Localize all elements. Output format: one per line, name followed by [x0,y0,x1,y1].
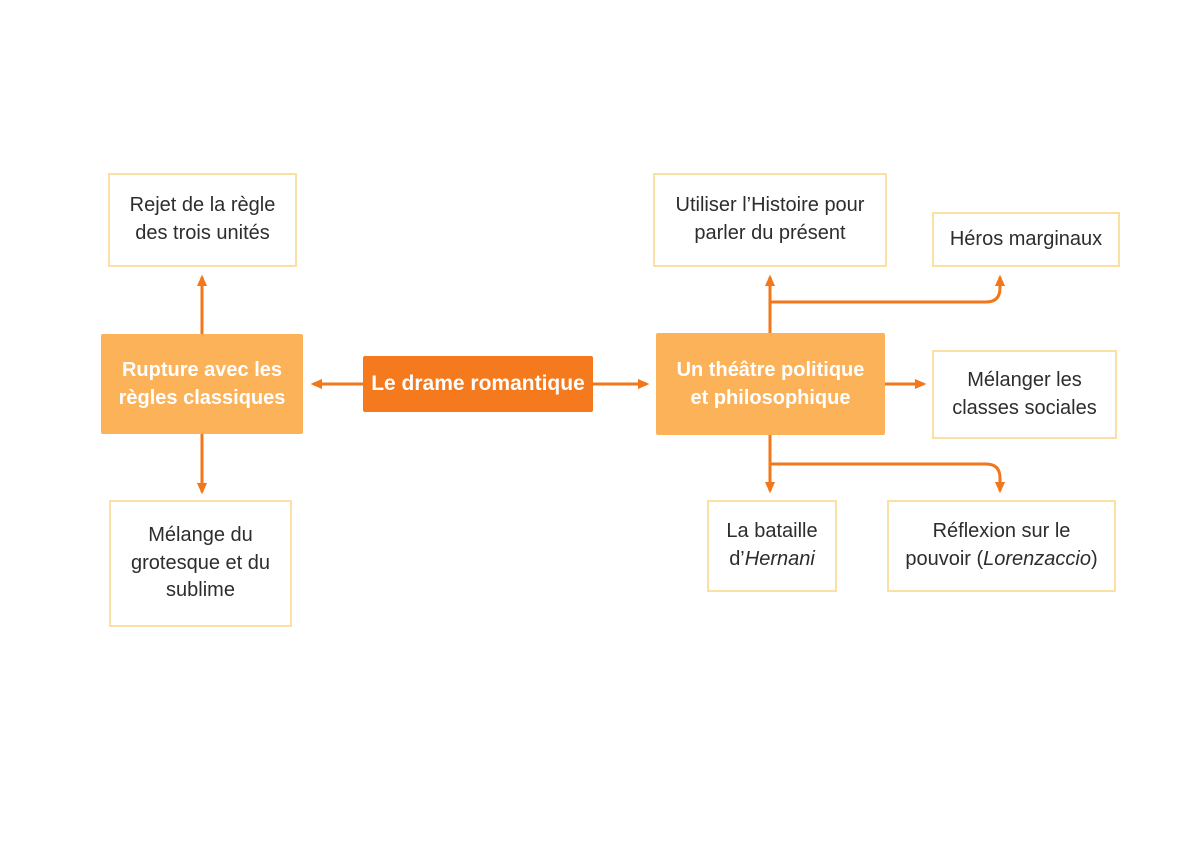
work-title-italic: Hernani [744,548,815,570]
node-text-segment: d’ [729,548,745,570]
node-rupture-regles-classiques: Rupture avec les règles classiques [101,334,303,434]
node-rejet-regle-trois-unites: Rejet de la règle des trois unités [108,173,297,267]
work-title-italic: Lorenzaccio [983,548,1091,570]
node-text-line: Mélange du [148,524,253,547]
node-text-line: Mélanger les [967,368,1082,391]
node-text-line: d’Hernani [729,546,815,574]
node-text-line: parler du présent [694,222,846,244]
arrow-theatre-to-reflexion [770,462,1006,494]
node-text-line: Rejet de la règle [129,194,276,217]
node-text-line: Héros marginaux [949,227,1103,250]
node-text-line: pouvoir (Lorenzaccio) [905,546,1097,574]
node-text-line: des trois unités [135,222,270,244]
node-text-line: Le drame romantique [371,372,585,396]
node-text-line: Rupture avec les [121,359,283,381]
node-utiliser-histoire: Utiliser l’Histoire pour parler du prése… [653,173,887,267]
node-text-segment: ) [1090,548,1098,570]
arrow-theatre-to-heros [770,274,1006,304]
node-bataille-hernani: La bataille d’Hernani [707,500,837,592]
node-melange-grotesque-sublime: Mélange du grotesque et du sublime [109,500,292,627]
node-theatre-politique-philosophique: Un théâtre politique et philosophique [656,333,885,435]
node-text-line: grotesque et du [131,551,270,574]
node-text-line: La bataille [726,520,818,543]
node-melanger-classes-sociales: Mélanger les classes sociales [932,350,1117,439]
node-text-segment: pouvoir ( [905,548,984,570]
node-text-line: classes sociales [952,396,1097,419]
node-text-line: et philosophique [690,387,851,409]
node-text-line: sublime [166,579,235,602]
node-text-line: règles classiques [118,387,286,409]
node-reflexion-pouvoir-lorenzaccio: Réflexion sur le pouvoir (Lorenzaccio) [887,500,1116,592]
node-root-drame-romantique: Le drame romantique [363,356,593,412]
node-heros-marginaux: Héros marginaux [932,212,1120,267]
node-text-line: Utiliser l’Histoire pour [675,194,865,217]
node-text-line: Réflexion sur le [932,520,1071,543]
node-text-line: Un théâtre politique [676,359,865,381]
